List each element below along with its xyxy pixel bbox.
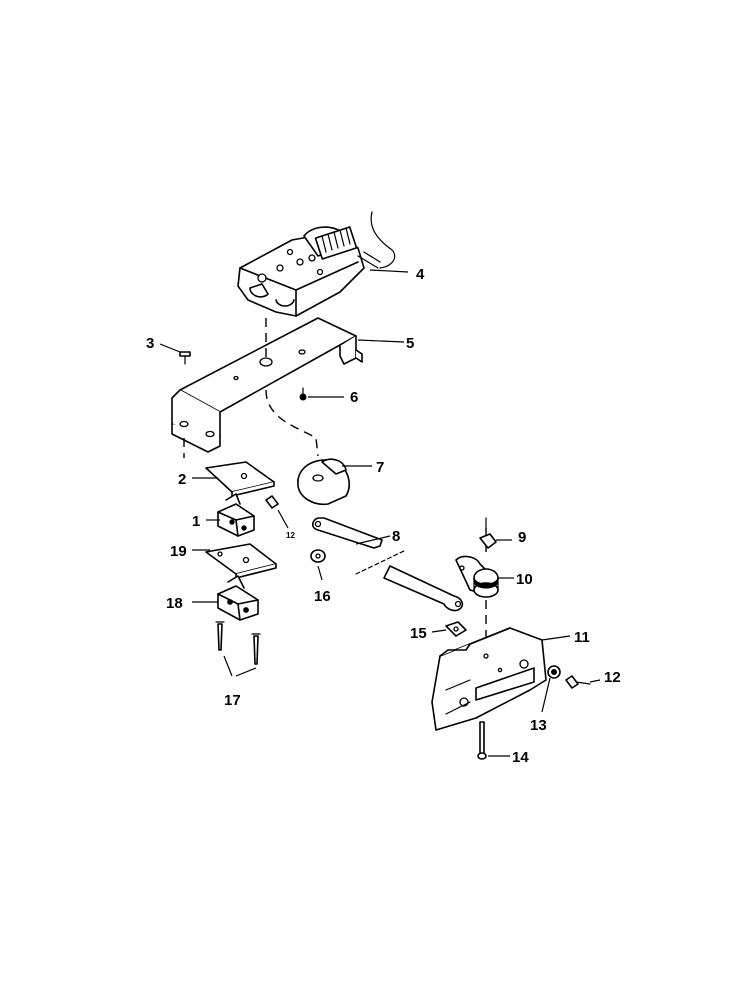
callout-19: 19 <box>170 543 187 560</box>
alignment-line <box>265 389 319 457</box>
screw-part-3 <box>159 343 191 365</box>
pin-small <box>265 495 289 529</box>
callout-4: 4 <box>416 266 425 283</box>
callout-11: 11 <box>574 629 590 646</box>
nut-part-13 <box>541 665 561 713</box>
link-rod <box>311 517 464 612</box>
plate-part-19 <box>192 543 277 579</box>
callout-3: 3 <box>146 335 154 352</box>
callout-6: 6 <box>350 389 358 406</box>
callout-2: 2 <box>178 471 186 488</box>
washer-part-16 <box>310 549 326 581</box>
callout-7: 7 <box>376 459 384 476</box>
cam <box>297 458 372 506</box>
screws-part-17 <box>215 621 261 677</box>
callout-9: 9 <box>518 529 526 546</box>
callout-16: 16 <box>314 588 331 605</box>
clip-part-9 <box>479 517 512 549</box>
callout-18: 18 <box>166 595 183 612</box>
callout-13: 13 <box>530 717 547 734</box>
callout-5: 5 <box>406 335 414 352</box>
callout-8: 8 <box>392 528 400 545</box>
screw-part-6 <box>299 387 344 401</box>
callout-15: 15 <box>410 625 427 642</box>
screw-part-12 <box>565 675 601 689</box>
mounting-bracket <box>171 317 405 453</box>
callout-10: 10 <box>516 571 533 588</box>
callout-1: 1 <box>192 513 200 530</box>
washer-part-15 <box>431 621 467 637</box>
callout-14: 14 <box>512 749 529 766</box>
mounting-plate-part-11 <box>431 627 571 731</box>
callout-12-small: 12 <box>286 531 295 540</box>
callout-12: 12 <box>604 669 621 686</box>
timer-motor-assembly <box>237 211 409 317</box>
switch-part-18 <box>192 575 259 621</box>
callout-17: 17 <box>224 692 241 709</box>
solenoid-part-10 <box>455 555 514 598</box>
bolt-part-14 <box>477 721 510 760</box>
switch-part-1 <box>206 493 255 537</box>
plate-part-2 <box>192 461 275 497</box>
